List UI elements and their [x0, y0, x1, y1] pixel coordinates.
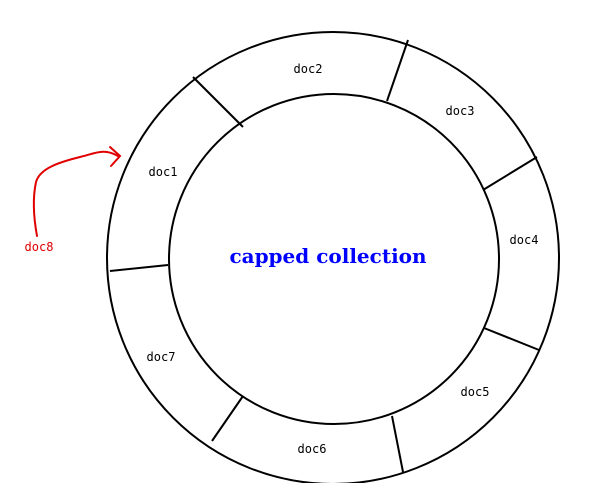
incoming-arrow-curve: [32, 150, 119, 237]
divider-doc6-doc7: [211, 395, 244, 442]
inner-ring: [168, 93, 500, 425]
segment-label-doc1: doc1: [149, 165, 178, 179]
arrowhead-icon: [109, 146, 122, 167]
incoming-doc-label: doc8: [25, 240, 54, 254]
segment-label-doc6: doc6: [298, 442, 327, 456]
divider-doc5-doc6: [391, 415, 404, 473]
segment-label-doc3: doc3: [446, 104, 475, 118]
segment-label-doc7: doc7: [147, 350, 176, 364]
divider-doc7-doc1: [109, 264, 169, 272]
divider-doc4-doc5: [483, 327, 540, 351]
center-title: capped collection: [229, 244, 427, 268]
segment-label-doc5: doc5: [461, 385, 490, 399]
segment-dividers: [109, 39, 540, 473]
divider-doc1-doc2: [192, 76, 244, 128]
segment-label-doc4: doc4: [510, 233, 539, 247]
outer-ring: [106, 31, 560, 483]
incoming-arrow: [32, 146, 122, 237]
segment-label-doc2: doc2: [294, 62, 323, 76]
divider-doc2-doc3: [386, 39, 409, 102]
divider-doc3-doc4: [482, 156, 538, 191]
